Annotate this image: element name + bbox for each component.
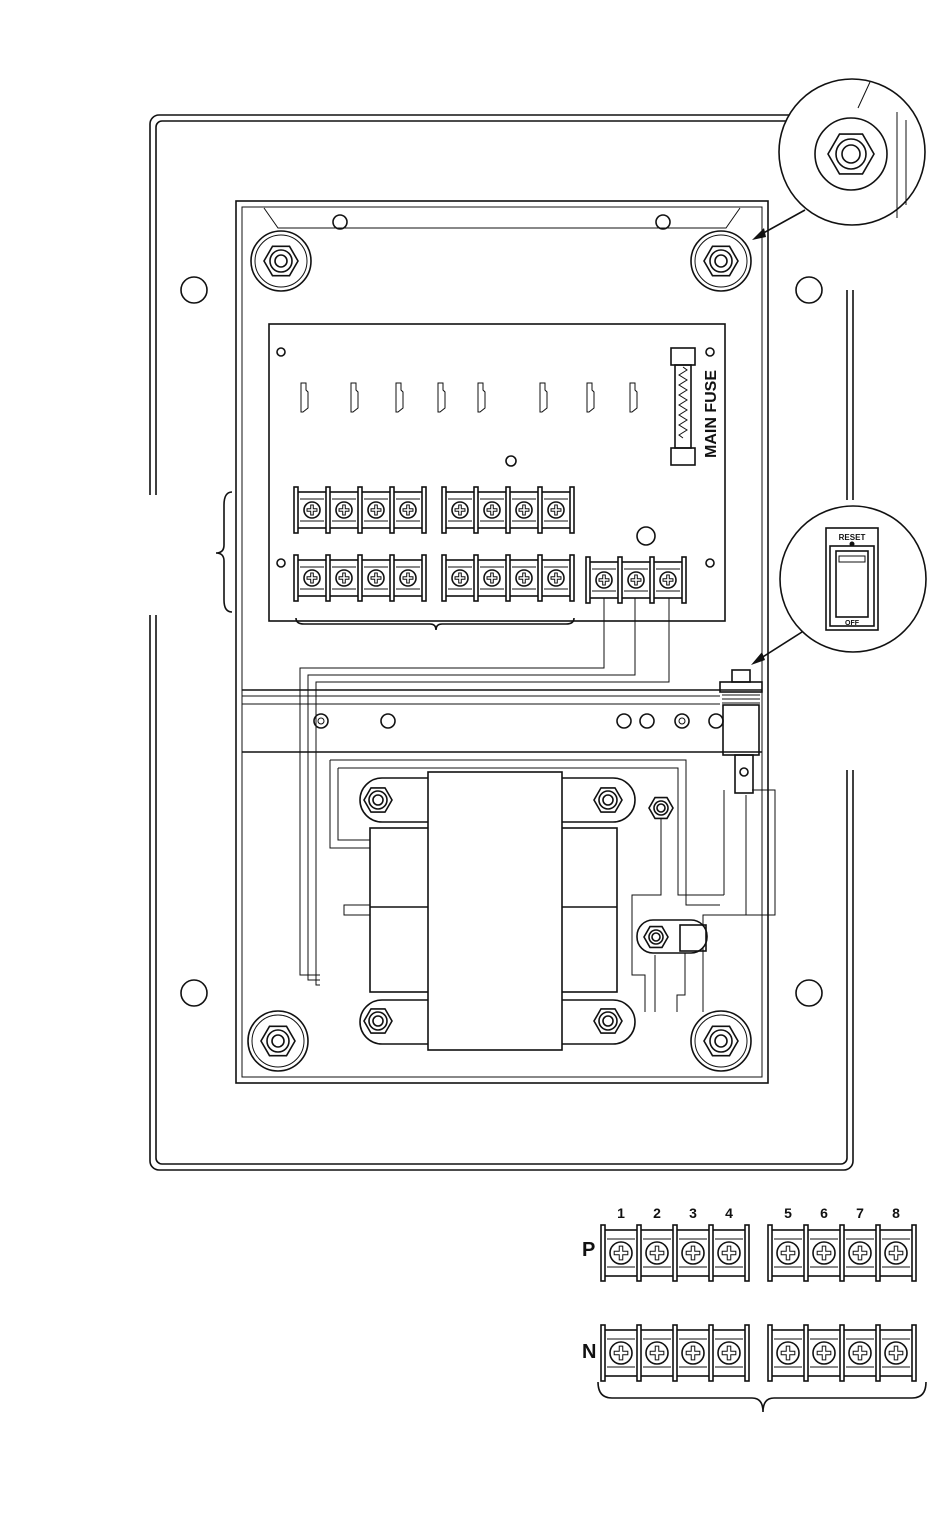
terminal-number-7: 7: [856, 1205, 864, 1221]
plate-hole-icon: [181, 980, 207, 1006]
hex-nut-icon: [594, 788, 622, 812]
reset-switch-callout: RESET OFF: [751, 506, 926, 665]
terminal-strip: [768, 1325, 916, 1381]
terminal-strip: [294, 487, 426, 533]
terminal-numbers: 1 2 3 4 5 6 7 8: [617, 1205, 900, 1221]
plate-hole-icon: [181, 277, 207, 303]
hex-nut-icon: [691, 1011, 751, 1071]
nut-detail-callout: [752, 79, 925, 240]
terminal-number-1: 1: [617, 1205, 625, 1221]
terminal-number-3: 3: [689, 1205, 697, 1221]
terminal-number-2: 2: [653, 1205, 661, 1221]
board-terminal-strips: [294, 487, 686, 603]
terminal-strip: [586, 557, 686, 603]
hex-nut-icon: [594, 1009, 622, 1033]
hex-nut-icon: [691, 231, 751, 291]
row-p-label: P: [582, 1239, 595, 1261]
main-fuse-label: MAIN FUSE: [703, 370, 720, 458]
transformer: [330, 760, 775, 1050]
terminal-detail: [601, 1225, 916, 1381]
hex-nut-icon: [248, 1011, 308, 1071]
ground-stud-icon: [649, 798, 673, 819]
terminal-strip: [294, 555, 426, 601]
terminal-strip: [442, 487, 574, 533]
board-pins: [301, 383, 637, 412]
terminal-brace: [598, 1382, 926, 1412]
terminal-strip: [601, 1325, 749, 1381]
terminal-number-4: 4: [725, 1205, 733, 1221]
terminal-number-5: 5: [784, 1205, 792, 1221]
circuit-breaker: [720, 670, 762, 793]
terminal-number-6: 6: [820, 1205, 828, 1221]
hex-nut-icon: [364, 788, 392, 812]
hex-nut-icon: [364, 1009, 392, 1033]
terminal-number-8: 8: [892, 1205, 900, 1221]
fuse-icon: [671, 348, 695, 465]
off-label: OFF: [845, 620, 860, 627]
reset-label: RESET: [839, 533, 866, 542]
plate-hole-icon: [796, 980, 822, 1006]
terminal-strip: [442, 555, 574, 601]
wire-clamp-icon: [637, 920, 707, 953]
terminal-strip: [768, 1225, 916, 1281]
plate-hole-icon: [796, 277, 822, 303]
hex-nut-icon: [251, 231, 311, 291]
terminal-strip: [601, 1225, 749, 1281]
row-n-label: N: [582, 1341, 596, 1363]
